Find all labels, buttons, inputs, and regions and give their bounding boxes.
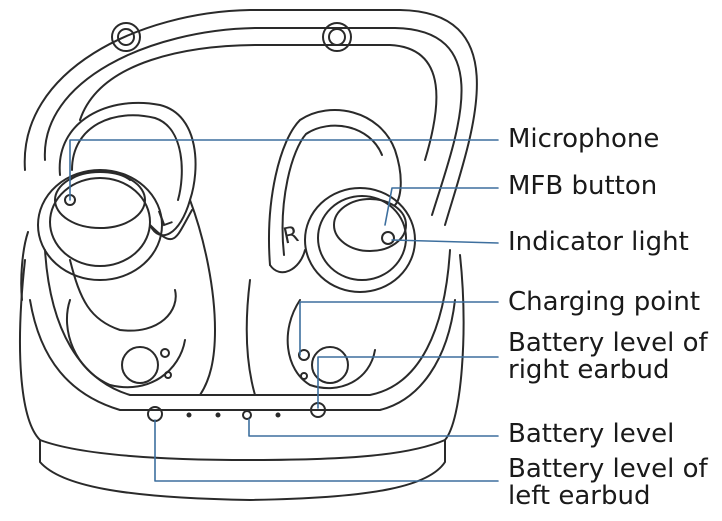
leader-charging-point [299,301,499,356]
leader-battery-level [248,418,499,437]
leader-battery-left [154,419,499,482]
label-mfb-button: MFB button [508,171,658,201]
leader-microphone [69,139,499,201]
label-charging-point: Charging point [508,287,701,317]
label-battery-left: Battery level of left earbud [508,454,708,511]
label-indicator-light: Indicator light [508,227,689,257]
label-microphone: Microphone [508,124,660,154]
leader-indicator-light [391,239,499,244]
left-earbud [37,101,216,396]
case-lid [23,9,478,226]
leader-lines [69,139,499,482]
right-earbud-mark: R [281,222,301,250]
case-base [19,231,465,501]
leader-mfb-button [384,187,499,226]
label-battery-level: Battery level [508,419,675,449]
right-earbud [245,109,416,418]
left-earbud-mark: L [155,205,176,233]
label-battery-right: Battery level of right earbud [508,328,708,385]
leader-battery-right [317,356,499,409]
